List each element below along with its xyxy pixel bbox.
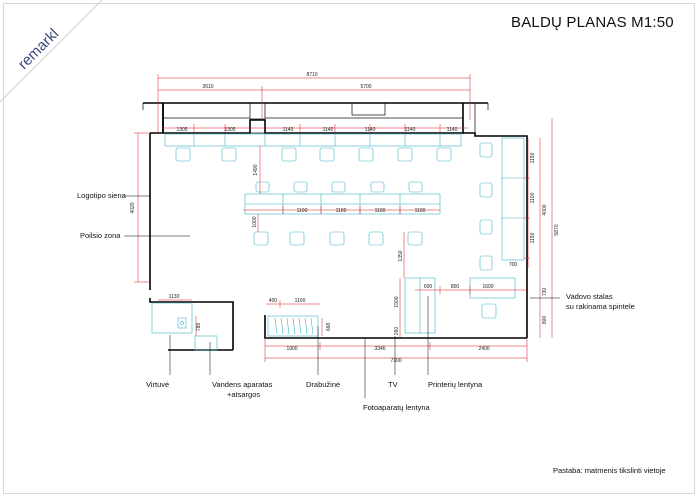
dim-text: 3346 [374, 346, 385, 352]
dim-text: 1600 [482, 284, 493, 290]
page-title: BALDŲ PLANAS M1:50 [511, 14, 674, 31]
dim-text: 1100 [375, 208, 386, 214]
dim-text: 1350 [398, 250, 404, 261]
dim-text: 1100 [415, 208, 426, 214]
dimension-texts: 8710 2610 5700 1305 1305 1140 1140 1140 … [130, 72, 560, 364]
dim-text: 1140 [283, 127, 294, 133]
dim-text: 1140 [365, 127, 376, 133]
dim-text: 1100 [530, 192, 536, 203]
dim-text: 5700 [360, 84, 371, 90]
label-kitchen: Virtuvė [146, 380, 170, 389]
dim-text: 1000 [252, 216, 258, 227]
footnote: Pastaba: matmenis tikslinti vietoje [553, 466, 666, 475]
dim-text: 400 [269, 298, 278, 304]
dim-text: 7300 [390, 358, 401, 364]
leader-lines [124, 195, 560, 398]
dim-text: 5870 [554, 224, 560, 235]
dim-text: 2610 [202, 84, 213, 90]
dim-text: 1900 [286, 346, 297, 352]
label-wardrobe: Drabužinė [306, 380, 341, 389]
dim-text: 700 [509, 262, 518, 268]
dim-text: 1100 [336, 208, 347, 214]
label-lounge: Poilsio zona [80, 231, 121, 240]
dim-text: 668 [326, 323, 332, 332]
label-water-supplies: +atsargos [227, 390, 261, 399]
label-tv: TV [388, 380, 398, 389]
dim-text: 260 [394, 327, 400, 336]
dim-text: 1140 [405, 127, 416, 133]
label-logo-wall: Logotipo siena [77, 191, 126, 200]
dim-text: 1140 [323, 127, 334, 133]
label-water-dispenser: Vandens aparatas [212, 380, 273, 389]
dim-text: 1100 [297, 208, 308, 214]
label-camera-shelf: Fotoaparatų lentyna [363, 403, 430, 412]
dim-text: 730 [542, 288, 548, 297]
dim-text: 1140 [447, 127, 458, 133]
dim-text: 2400 [478, 346, 489, 352]
dim-text: 8710 [306, 72, 317, 78]
page-border [3, 3, 695, 494]
dim-text: 1100 [295, 298, 306, 304]
dim-text: 1305 [176, 127, 187, 133]
dim-text: 1500 [394, 296, 400, 307]
dim-text: 4000 [542, 204, 548, 215]
dim-text: 800 [451, 284, 460, 290]
label-manager-desk-cabinet: su rakinama spintele [566, 302, 635, 311]
label-printer-shelf: Printerių lentyna [428, 380, 483, 389]
wall-details [142, 102, 489, 134]
dim-text: 1130 [169, 294, 180, 300]
dim-text: 1305 [224, 127, 235, 133]
furniture [151, 133, 525, 351]
dimension-lines [134, 74, 553, 362]
dim-text: 1150 [530, 152, 536, 163]
label-manager-desk: Vadovo stalas [566, 292, 613, 301]
brand-logo: remarkl [0, 0, 110, 110]
dim-text: 1490 [253, 164, 259, 175]
dim-text: 1150 [530, 232, 536, 243]
dim-text: 788 [196, 323, 202, 332]
dim-text: 800 [542, 316, 548, 325]
dim-text: 600 [424, 284, 433, 290]
dim-text: 4020 [130, 202, 136, 213]
